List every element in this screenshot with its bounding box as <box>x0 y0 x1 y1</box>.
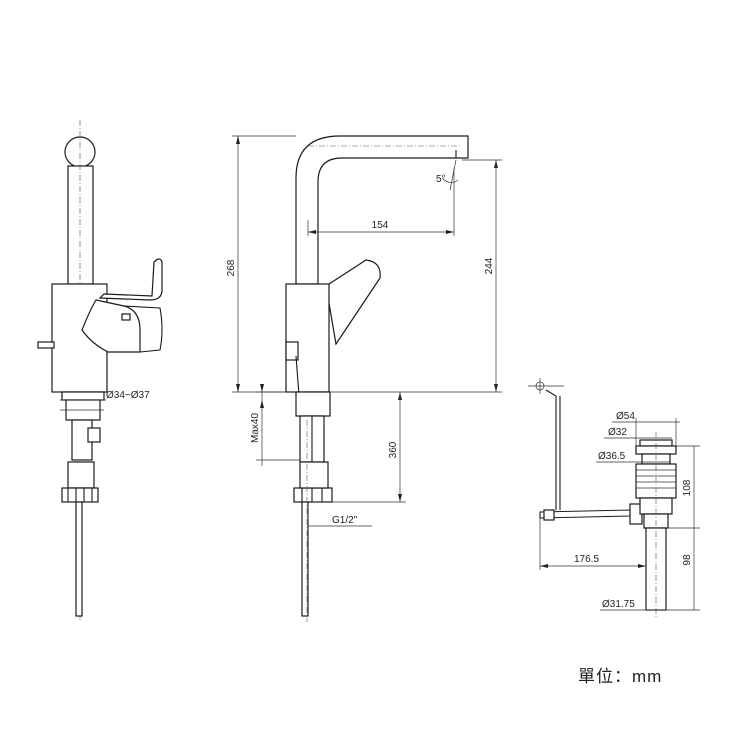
side-hose <box>301 501 309 617</box>
hose-360: 360 <box>388 441 399 458</box>
popup-rod <box>545 389 557 510</box>
spout-top-circle <box>64 136 96 168</box>
drain-d54: Ø54 <box>616 411 635 422</box>
drain-98: 98 <box>682 554 693 566</box>
drain-d32: Ø32 <box>608 427 627 438</box>
drain-1765: 176.5 <box>574 554 599 565</box>
max-deck-label: Max40 <box>250 413 261 443</box>
height-268: 268 <box>226 259 237 276</box>
hose-body <box>67 461 95 489</box>
spout-curve <box>295 135 469 285</box>
diameter-label: Ø34~Ø37 <box>106 390 150 401</box>
popup-knob <box>37 341 55 349</box>
side-mount <box>295 391 331 417</box>
side-hose-body <box>299 461 329 489</box>
side-handle <box>325 259 381 346</box>
side-body <box>285 283 330 393</box>
mounting-bracket <box>87 427 101 443</box>
supply-hose <box>75 501 83 617</box>
rod-clip <box>543 509 555 521</box>
side-hose-nut <box>293 487 333 503</box>
handle-indicator <box>121 313 131 321</box>
handle-cap <box>123 305 163 353</box>
handle-cartridge <box>81 299 141 353</box>
side-popup <box>285 341 299 361</box>
drain-108: 108 <box>682 479 693 496</box>
hose-nut <box>61 487 99 503</box>
side-view: 268 154 5° 244 Max40 360 <box>226 135 502 622</box>
base-ring <box>61 391 105 401</box>
thread-label: G1/2" <box>332 515 358 526</box>
drain-assembly: Ø54 Ø32 Ø36.5 108 98 176.5 Ø31.75 <box>528 378 700 618</box>
angle-label: 5° <box>436 174 446 185</box>
front-view: Ø34~Ø37 <box>37 120 163 620</box>
height-244: 244 <box>484 257 495 274</box>
drain-d3175: Ø31.75 <box>602 599 635 610</box>
spout-tube <box>67 165 94 285</box>
unit-label: 單位：mm <box>578 667 662 686</box>
reach-154: 154 <box>372 220 389 231</box>
drain-d365: Ø36.5 <box>598 451 626 462</box>
handle-lever <box>98 258 163 301</box>
